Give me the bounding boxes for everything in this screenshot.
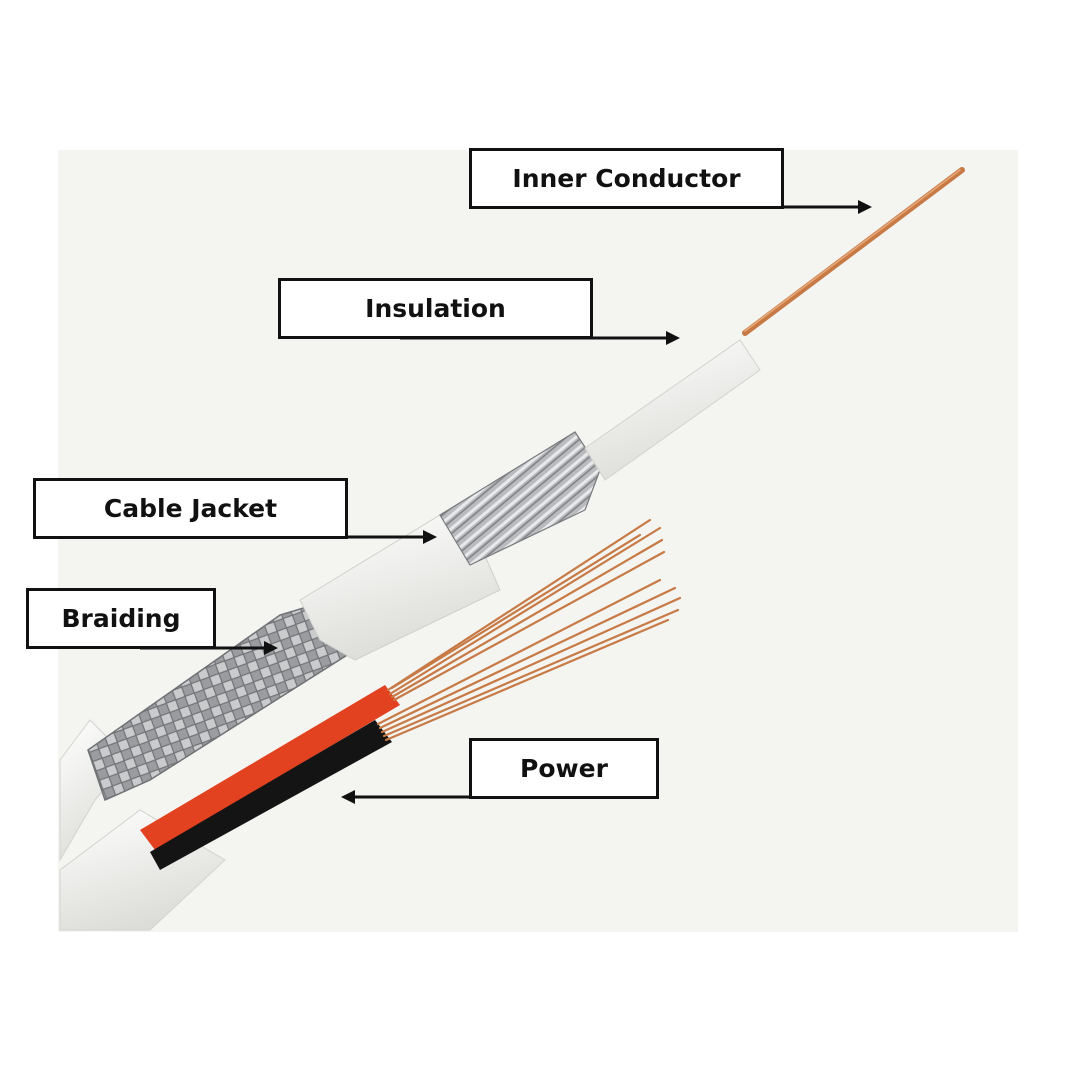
copper-strands-lower xyxy=(376,578,682,742)
label-cable-jacket: Cable Jacket xyxy=(33,478,348,539)
red-power-wire xyxy=(140,685,400,850)
arrowhead-icon xyxy=(264,641,278,655)
inner-conductor-wire xyxy=(742,167,965,336)
arrowhead-icon xyxy=(423,530,437,544)
arrowhead-icon xyxy=(858,200,872,214)
label-braiding: Braiding xyxy=(26,588,216,649)
arrow-cable-jacket xyxy=(348,530,437,544)
arrow-inner-conductor xyxy=(784,200,872,214)
arrowhead-icon xyxy=(666,331,680,345)
arrowhead-icon xyxy=(341,790,355,804)
copper-strands-upper xyxy=(386,518,666,702)
black-power-wire xyxy=(150,720,392,870)
label-inner-conductor: Inner Conductor xyxy=(469,148,784,209)
label-insulation: Insulation xyxy=(278,278,593,339)
insulation-tube xyxy=(584,339,761,481)
label-power: Power xyxy=(469,738,659,799)
arrow-power xyxy=(341,790,470,804)
foil-shield xyxy=(439,431,601,566)
